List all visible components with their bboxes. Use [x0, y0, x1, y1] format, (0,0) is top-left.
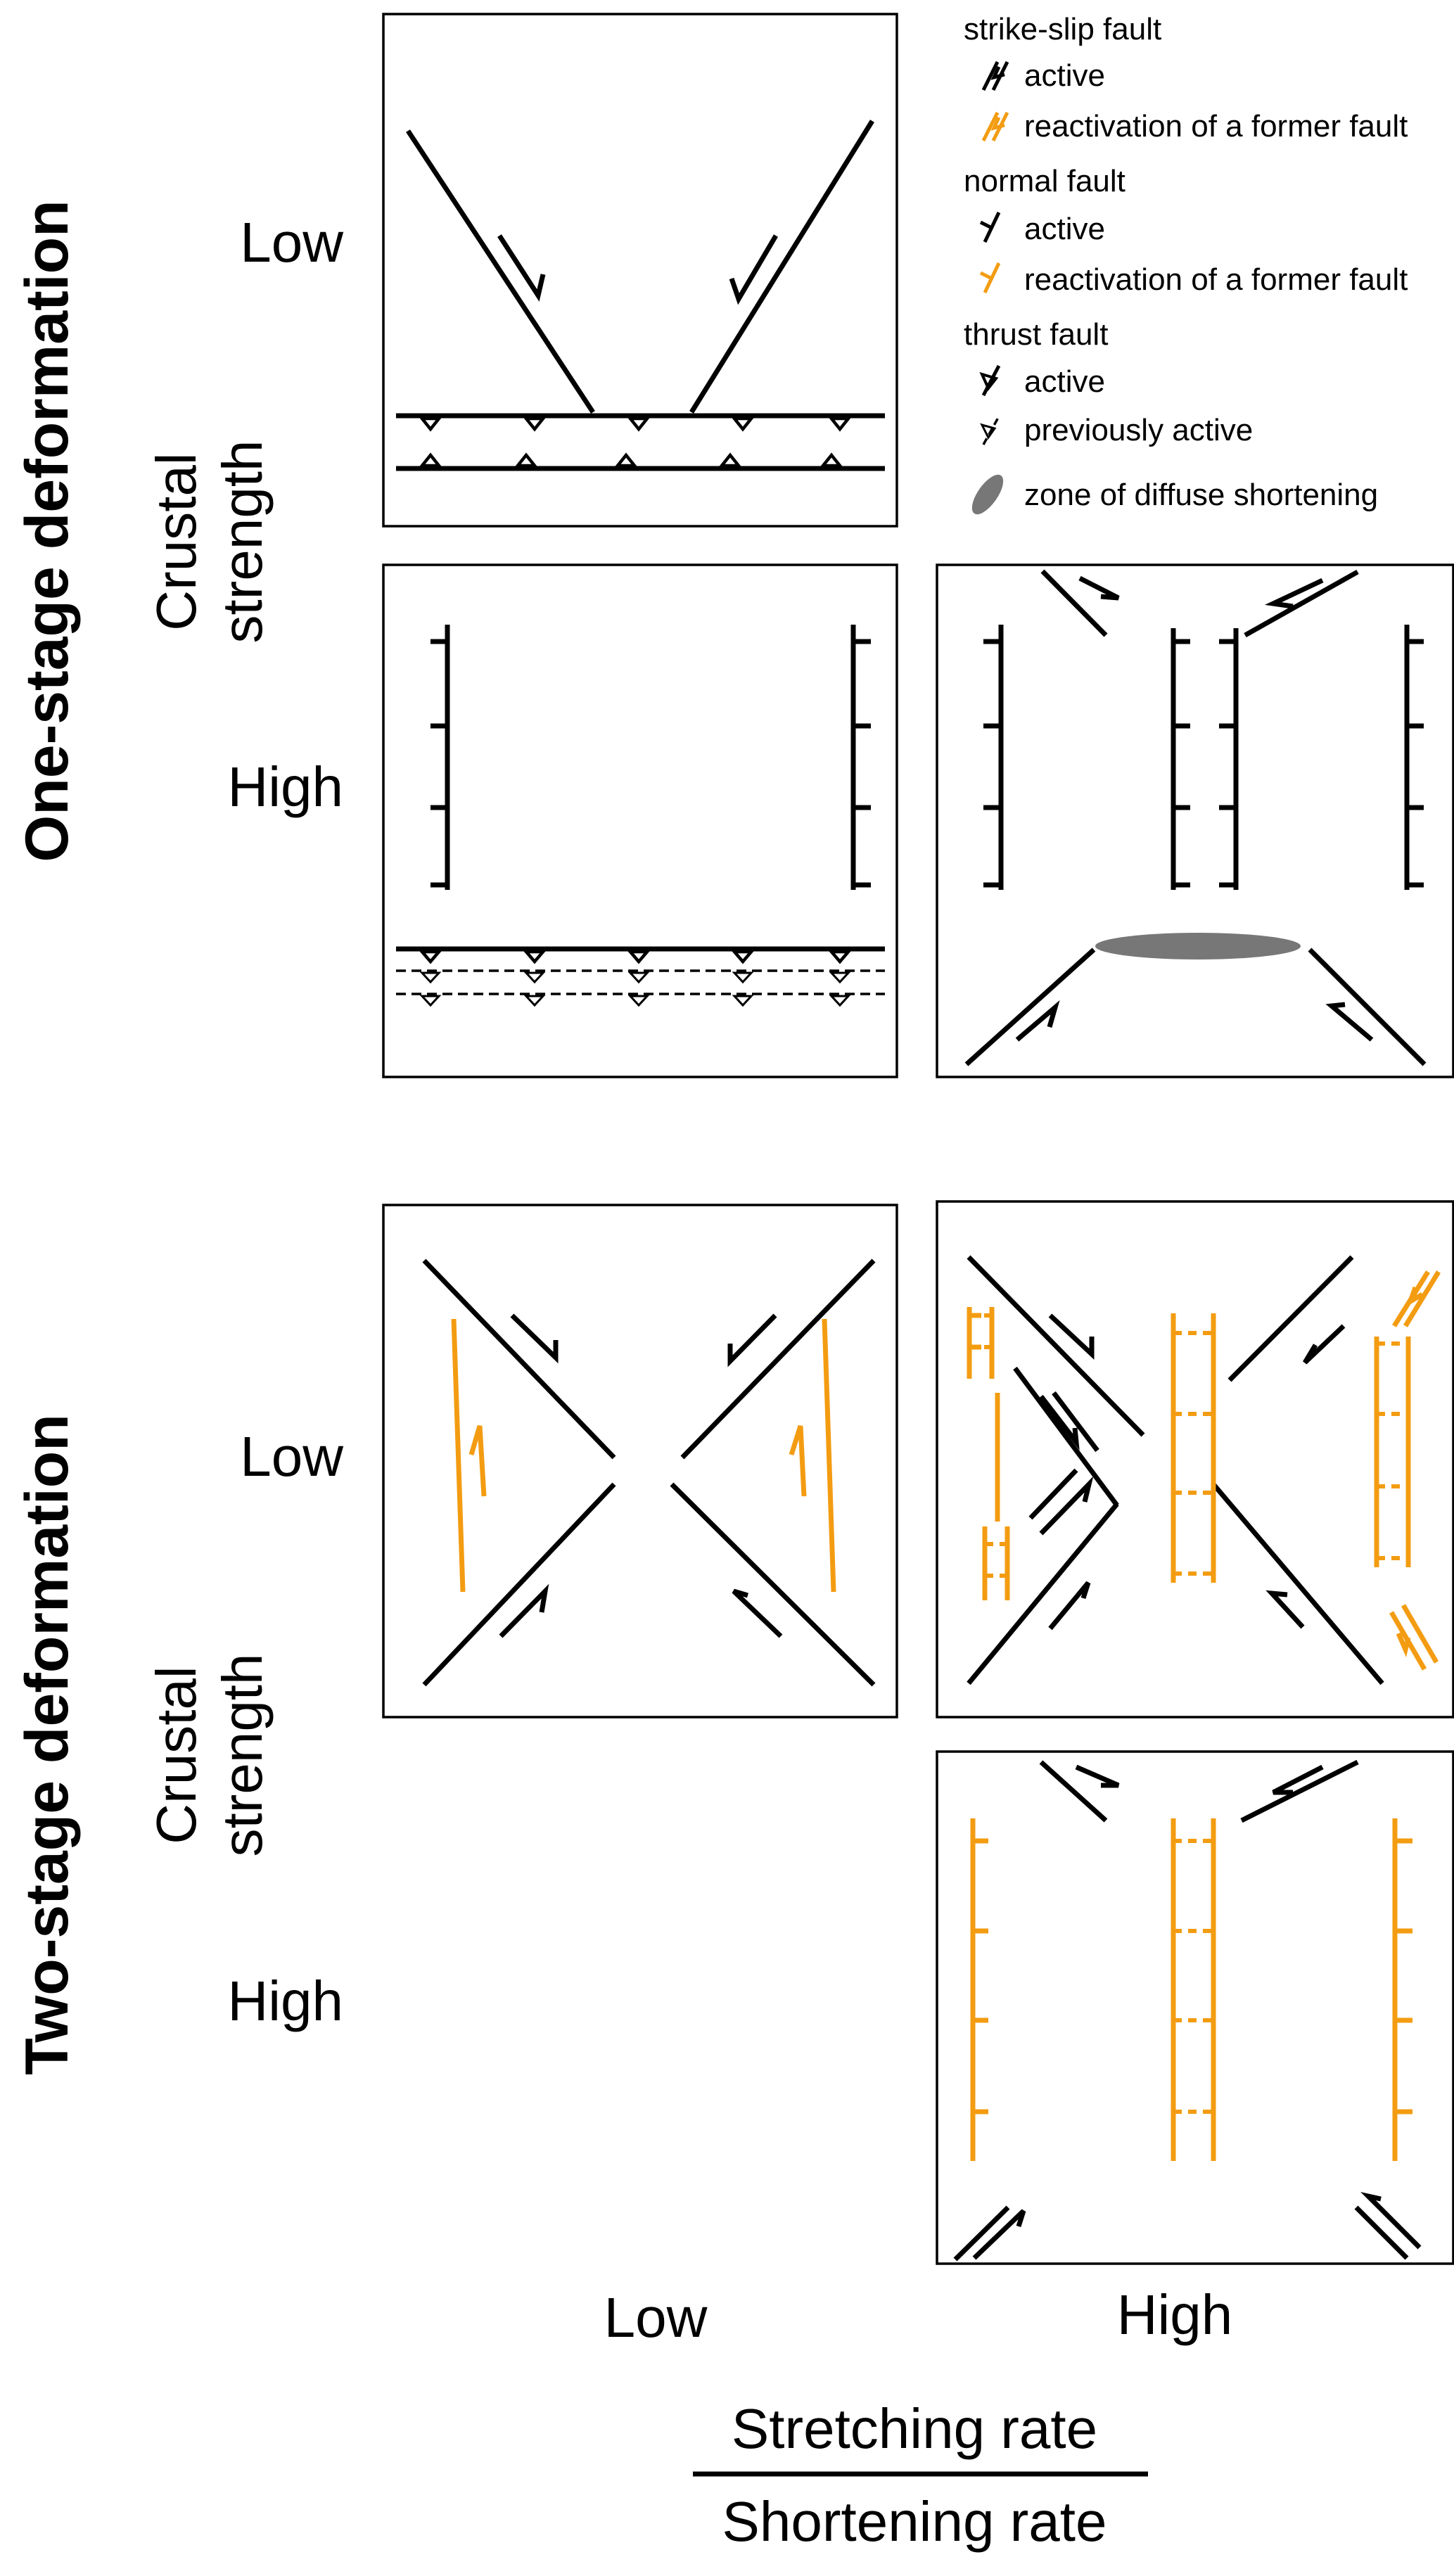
- legend-strike-slip-reactivation: reactivation of a former fault: [1024, 109, 1408, 144]
- panel-two-stage-high-high: [936, 1750, 1454, 2265]
- legend-diffuse: zone of diffuse shortening: [1024, 478, 1378, 512]
- row-label-low-1: Low: [240, 211, 343, 274]
- strike-slip-active-icon: [981, 60, 1009, 91]
- row-label-high-1: High: [227, 755, 343, 818]
- normal-reactivated-icon: [979, 262, 1001, 294]
- col-label-low: Low: [604, 2286, 708, 2349]
- col-title-numerator: Stretching rate: [732, 2397, 1097, 2460]
- panel-two-stage-low-low: [382, 1204, 898, 1719]
- panel-one-stage-high-low: [382, 563, 898, 1078]
- diffuse-shortening-zone: [1095, 933, 1301, 959]
- strike-slip-reactivated-icon: [981, 111, 1009, 142]
- legend-normal-active: active: [1024, 212, 1105, 246]
- legend-normal-heading: normal fault: [964, 164, 1125, 198]
- thrust-previous-icon: [980, 416, 1000, 445]
- thrust-teeth-row-2: [419, 452, 843, 468]
- legend-thrust-active: active: [1024, 364, 1105, 399]
- thrust-active-icon: [979, 364, 1001, 397]
- row-title-crustal-1: Crustal: [145, 452, 208, 630]
- col-title-denominator: Shortening rate: [722, 2490, 1107, 2553]
- legend: strike-slip fault active reactivation of…: [964, 12, 1408, 515]
- row-title-strength-2: strength: [211, 1653, 274, 1856]
- col-label-high: High: [1117, 2283, 1233, 2346]
- row-label-high-2: High: [227, 1970, 343, 2032]
- diffuse-zone-icon: [971, 474, 1004, 515]
- legend-strike-slip-heading: strike-slip fault: [964, 12, 1161, 46]
- thrust-teeth-previous: [419, 971, 851, 1007]
- thrust-teeth-active: [419, 950, 852, 964]
- group-label-two-stage: Two-stage deformation: [13, 1414, 81, 2075]
- panel-one-stage-high-high: [936, 563, 1454, 1078]
- row-title-crustal-2: Crustal: [145, 1666, 208, 1844]
- row-title-strength-1: strength: [211, 440, 274, 643]
- legend-strike-slip-active: active: [1024, 58, 1105, 93]
- panel-two-stage-low-high: [936, 1200, 1454, 1719]
- thrust-teeth-row-1: [419, 416, 852, 432]
- normal-active-icon: [979, 211, 1001, 243]
- panel-one-stage-low-low: [382, 13, 898, 528]
- legend-thrust-heading: thrust fault: [964, 317, 1108, 352]
- group-label-one-stage: One-stage deformation: [13, 200, 81, 862]
- legend-thrust-previous: previously active: [1024, 413, 1253, 447]
- legend-normal-reactivation: reactivation of a former fault: [1024, 262, 1408, 297]
- row-label-low-2: Low: [240, 1425, 343, 1488]
